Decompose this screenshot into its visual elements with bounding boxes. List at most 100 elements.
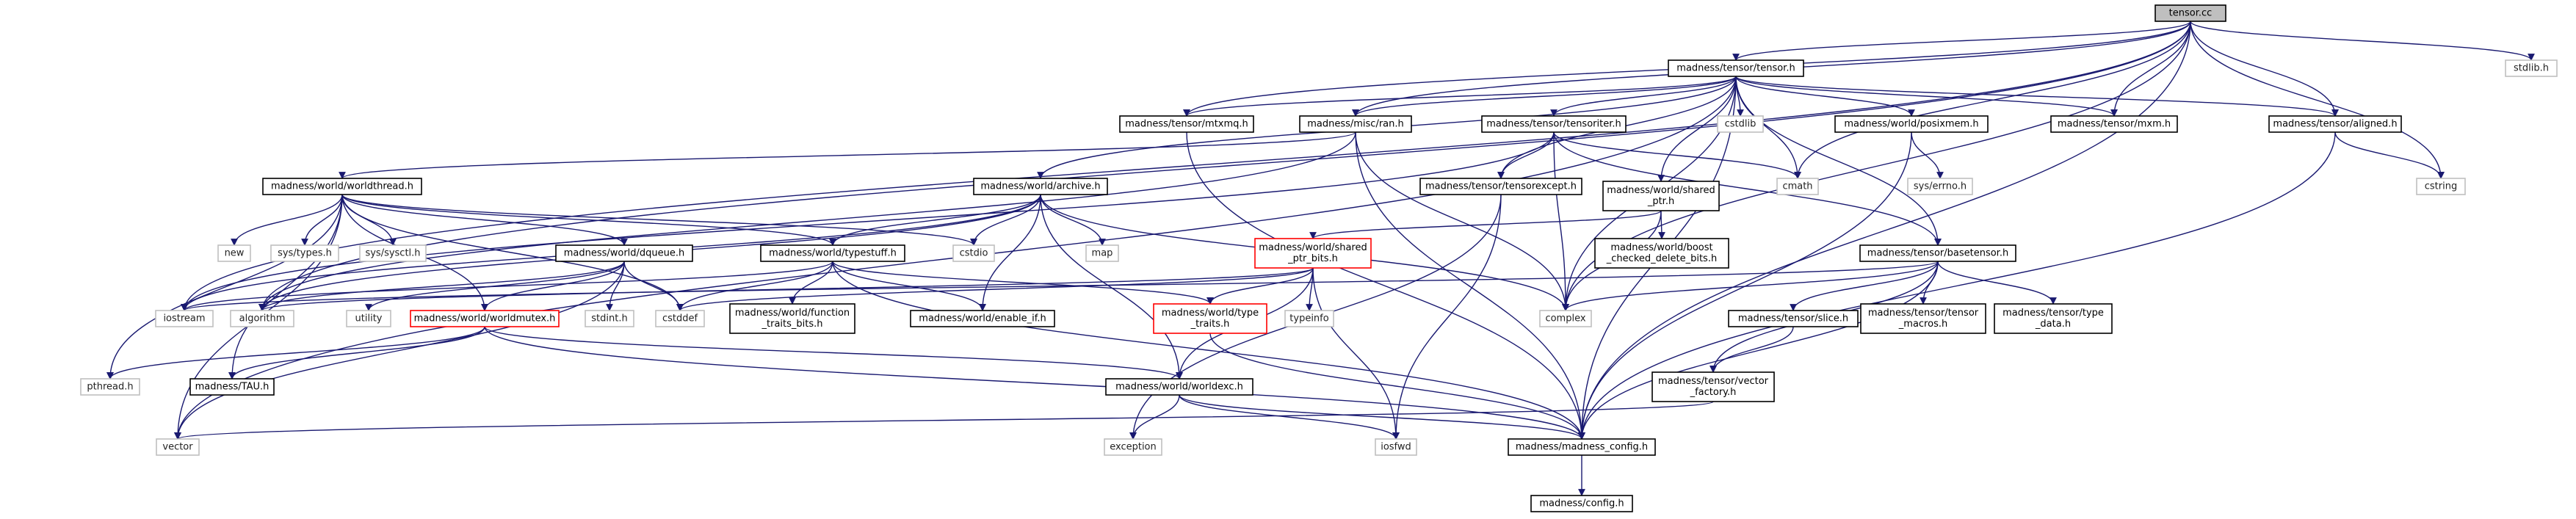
node-algorithm[interactable]: algorithm xyxy=(230,310,294,327)
node-boost-checked[interactable]: madness/world/boost_checked_delete_bits.… xyxy=(1594,238,1729,269)
node-posixmem-h[interactable]: madness/world/posixmem.h xyxy=(1834,115,1989,133)
node-worldmutex-h[interactable]: madness/world/worldmutex.h xyxy=(410,310,560,327)
node-complex[interactable]: complex xyxy=(1539,310,1592,327)
node-box xyxy=(585,310,634,327)
node-label: cstdlib xyxy=(1725,119,1756,130)
node-cstdlib[interactable]: cstdlib xyxy=(1717,115,1764,133)
node-archive-h[interactable]: madness/world/archive.h xyxy=(973,178,1108,195)
node-map[interactable]: map xyxy=(1085,244,1119,262)
edge-tensorexcept_h-to-iosfwd xyxy=(1392,194,1502,440)
node-box xyxy=(910,310,1055,327)
edge-tensor_cc-to-aligned_h xyxy=(2190,21,2339,117)
node-label: madness/world/worldexc.h xyxy=(1115,382,1243,393)
node-cstddef[interactable]: cstddef xyxy=(655,310,705,327)
node-label: _checked_delete_bits.h xyxy=(1606,253,1717,264)
node-label: cstring xyxy=(2425,181,2457,192)
node-box xyxy=(346,310,391,327)
node-vector[interactable]: vector xyxy=(156,438,200,456)
node-worldthread-h[interactable]: madness/world/worldthread.h xyxy=(262,178,422,195)
edge-archive_h-to-typestuff_h xyxy=(829,194,1041,246)
node-stdint-h[interactable]: stdint.h xyxy=(585,310,634,327)
node-iostream[interactable]: iostream xyxy=(155,310,214,327)
node-shared-ptr-h[interactable]: madness/world/shared_ptr.h xyxy=(1602,181,1720,211)
node-label: exception xyxy=(1110,442,1157,453)
node-typestuff-h[interactable]: madness/world/typestuff.h xyxy=(760,244,905,262)
node-label: utility xyxy=(355,313,383,324)
node-box xyxy=(729,303,855,334)
node-box xyxy=(1668,59,1804,77)
node-cmath[interactable]: cmath xyxy=(1776,178,1819,195)
edge-tensor_h-to-aligned_h xyxy=(1735,76,2339,117)
node-config-h[interactable]: madness/config.h xyxy=(1530,495,1633,512)
node-label: _traits_bits.h xyxy=(761,319,823,330)
node-box xyxy=(952,244,995,262)
node-box xyxy=(2050,115,2178,133)
edge-worldthread_h-to-sysctl_h xyxy=(341,194,397,246)
edge-worldthread_h-to-cstddef xyxy=(341,194,684,311)
node-tensoriter-h[interactable]: madness/tensor/tensoriter.h xyxy=(1481,115,1627,133)
node-vector-factory-h[interactable]: madness/tensor/vector_factory.h xyxy=(1651,371,1775,402)
node-box xyxy=(1594,238,1729,269)
node-types-h[interactable]: sys/types.h xyxy=(270,244,339,262)
node-sysctl-h[interactable]: sys/sysctl.h xyxy=(359,244,427,262)
node-pthread-h[interactable]: pthread.h xyxy=(80,378,140,396)
node-box xyxy=(655,310,705,327)
node-slice-h[interactable]: madness/tensor/slice.h xyxy=(1728,310,1859,327)
node-box xyxy=(555,244,693,262)
node-box xyxy=(2505,59,2558,77)
node-label: new xyxy=(225,248,245,259)
node-ran-h[interactable]: madness/misc/ran.h xyxy=(1299,115,1412,133)
edge-shared_ptr_bits_h-to-type_traits_h xyxy=(1206,267,1314,305)
node-type-traits-h[interactable]: madness/world/type_traits.h xyxy=(1153,303,1267,334)
node-label: madness/world/posixmem.h xyxy=(1844,119,1978,130)
edge-tensor_cc-to-stdlib_h xyxy=(2190,21,2535,61)
node-label: madness/tensor/mxm.h xyxy=(2058,119,2171,130)
node-box xyxy=(1481,115,1627,133)
node-box xyxy=(1651,371,1775,402)
node-mtxmq-h[interactable]: madness/tensor/mtxmq.h xyxy=(1119,115,1254,133)
node-stdlib-h[interactable]: stdlib.h xyxy=(2505,59,2558,77)
node-basetensor-h[interactable]: madness/tensor/basetensor.h xyxy=(1859,244,2016,262)
node-utility[interactable]: utility xyxy=(346,310,391,327)
node-worldexc-h[interactable]: madness/world/worldexc.h xyxy=(1105,378,1253,396)
edge-basetensor_h-to-complex xyxy=(1562,261,1939,311)
node-type-data-h[interactable]: madness/tensor/type_data.h xyxy=(1994,303,2113,334)
node-iosfwd[interactable]: iosfwd xyxy=(1375,438,1417,456)
edge-basetensor_h-to-iostream xyxy=(181,261,1939,311)
node-cstdio[interactable]: cstdio xyxy=(952,244,995,262)
edge-worldthread_h-to-new xyxy=(231,194,343,246)
node-label: pthread.h xyxy=(87,382,133,393)
node-label: iostream xyxy=(163,313,205,324)
node-cstring[interactable]: cstring xyxy=(2416,178,2466,195)
edge-tensor_h-to-tensoriter_h xyxy=(1550,76,1737,117)
node-aligned-h[interactable]: madness/tensor/aligned.h xyxy=(2268,115,2402,133)
edge-worldthread_h-to-typestuff_h xyxy=(341,194,836,246)
node-errno-h[interactable]: sys/errno.h xyxy=(1907,178,1973,195)
node-function-traits[interactable]: madness/world/function_traits_bits.h xyxy=(729,303,855,334)
node-dqueue-h[interactable]: madness/world/dqueue.h xyxy=(555,244,693,262)
node-tensor-cc[interactable]: tensor.cc xyxy=(2154,4,2226,22)
node-shared-ptr-bits-h[interactable]: madness/world/shared_ptr_bits.h xyxy=(1254,238,1372,269)
node-enable-if-h[interactable]: madness/world/enable_if.h xyxy=(910,310,1055,327)
node-typeinfo[interactable]: typeinfo xyxy=(1284,310,1334,327)
node-box xyxy=(1859,244,2016,262)
node-madness-config-h[interactable]: madness/madness_config.h xyxy=(1508,438,1656,456)
node-tensorexcept-h[interactable]: madness/tensor/tensorexcept.h xyxy=(1419,178,1582,195)
node-label: stdint.h xyxy=(591,313,627,324)
node-label: cstddef xyxy=(662,313,698,324)
node-exception[interactable]: exception xyxy=(1104,438,1162,456)
node-label: _traits.h xyxy=(1190,319,1230,330)
node-box xyxy=(1530,495,1633,512)
node-new[interactable]: new xyxy=(217,244,251,262)
node-box xyxy=(1539,310,1592,327)
node-tensor-h[interactable]: madness/tensor/tensor.h xyxy=(1668,59,1804,77)
node-box xyxy=(189,378,275,396)
edge-worldmutex_h-to-madness_config_h xyxy=(484,326,1585,440)
edge-tensor_cc-to-mxm_h xyxy=(2110,21,2191,117)
node-mxm-h[interactable]: madness/tensor/mxm.h xyxy=(2050,115,2178,133)
edge-tensor_cc-to-tensor_h xyxy=(1732,21,2191,61)
node-tensor-macros-h[interactable]: madness/tensor/tensor_macros.h xyxy=(1860,303,1986,334)
node-tau-h[interactable]: madness/TAU.h xyxy=(189,378,275,396)
node-label: madness/tensor/slice.h xyxy=(1738,313,1848,324)
